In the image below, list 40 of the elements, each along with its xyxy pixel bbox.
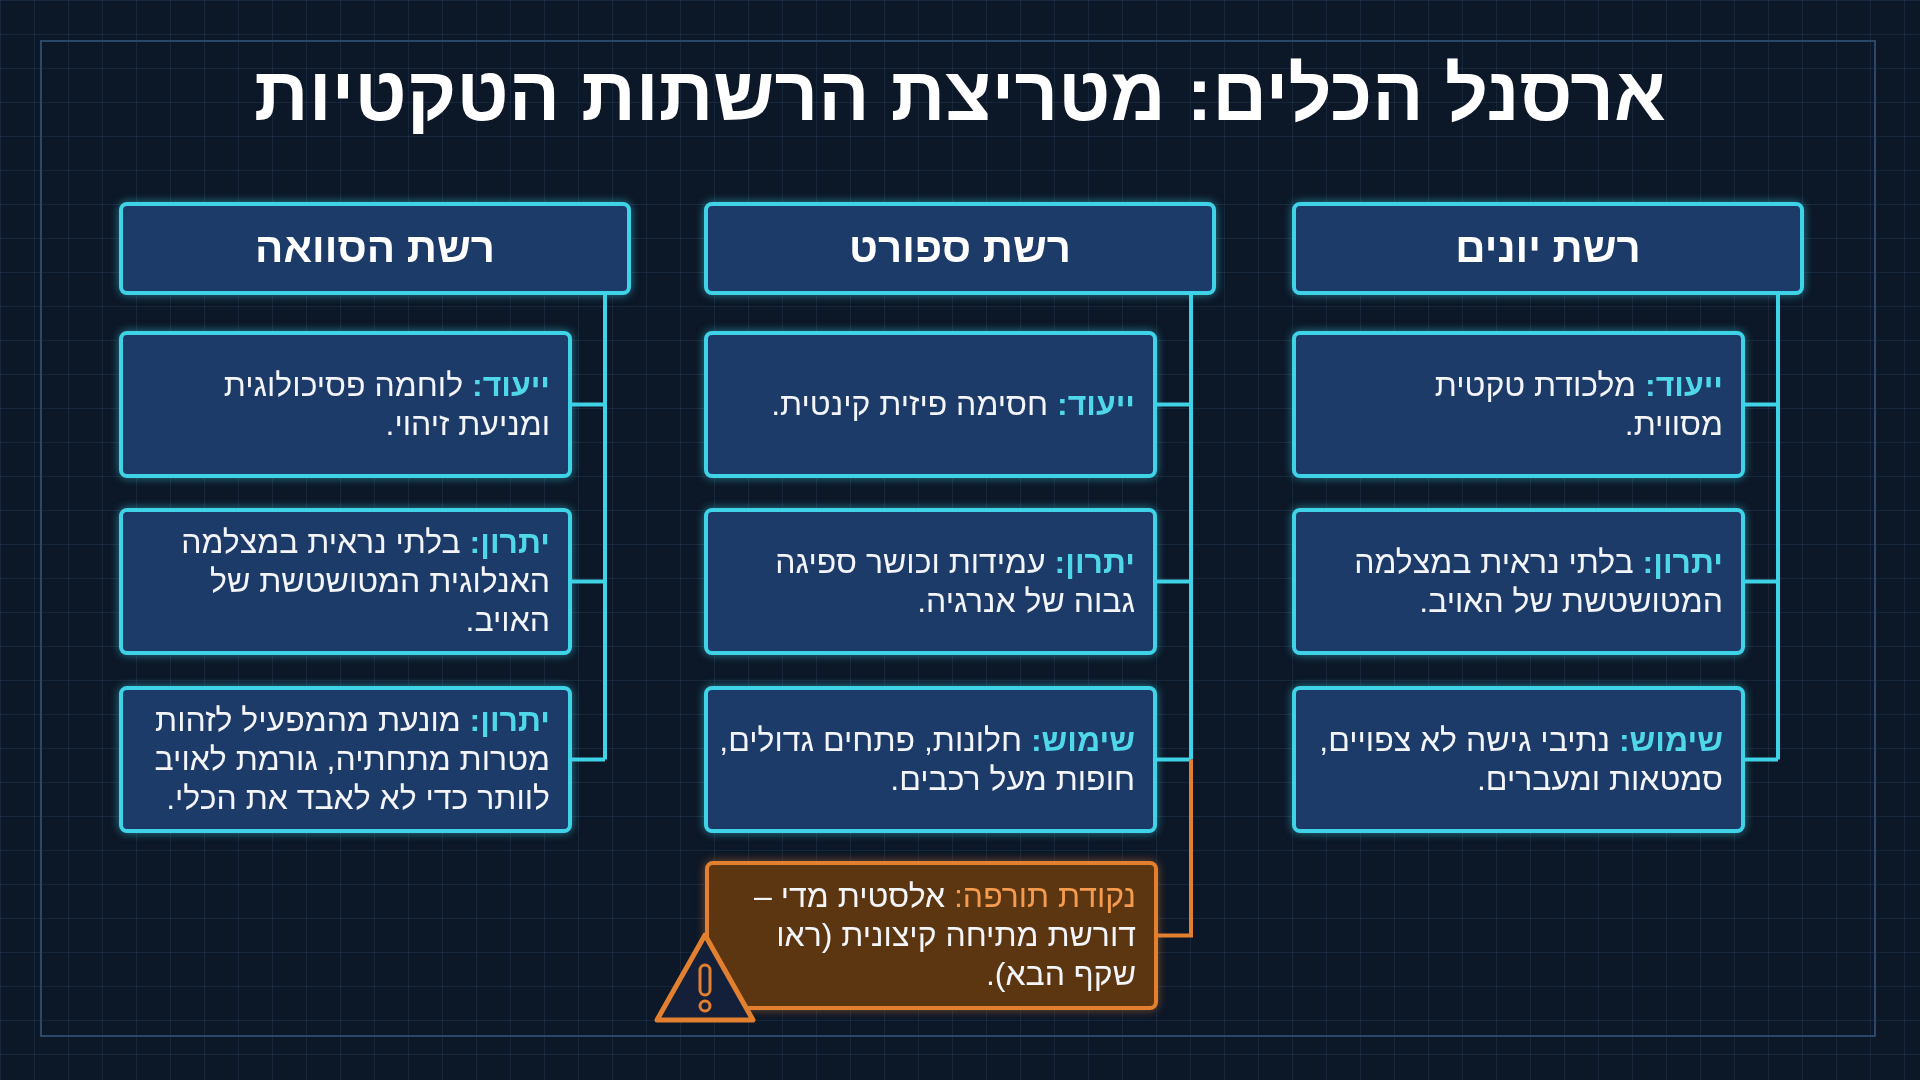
- header-label: רשת הסוואה: [255, 223, 495, 274]
- warning-card: [705, 861, 1158, 1010]
- connector-line: [1745, 757, 1778, 762]
- connector-line: [572, 757, 605, 762]
- category-header: [1292, 202, 1804, 295]
- info-card: [1292, 508, 1745, 655]
- info-card: [1292, 331, 1745, 478]
- info-text: יתרון: מונעת מהמפעיל לזהות מטרות מתחתיה, גורמת לאויב לוותר כדי לא לאבד את הכלי.: [153, 701, 550, 818]
- info-text: שימוש: נתיבי גישה לא צפויים, סמטאות ומעברים.: [1318, 720, 1723, 799]
- connector-line: [572, 579, 605, 584]
- info-text: ייעוד: חסימה פיזית קינטית.: [771, 385, 1135, 424]
- connector-line: [1157, 579, 1191, 584]
- connector-line: [1157, 757, 1191, 762]
- slide-title: ארסנל הכלים: מטריצת הרשתות הטקטיות: [254, 52, 1666, 136]
- info-text: יתרון: בלתי נראית במצלמה האנלוגית המטושטשת של האויב.: [180, 523, 550, 640]
- info-text: שימוש: חלונות, פתחים גדולים, חופות מעל רכבים.: [718, 720, 1135, 799]
- connector-line: [1189, 295, 1193, 760]
- info-card: [119, 331, 572, 478]
- connector-line: [1157, 402, 1191, 407]
- connector-line: [1745, 402, 1778, 407]
- info-card: [119, 508, 572, 655]
- connector-line: [603, 295, 607, 760]
- connector-line: [1158, 759, 1193, 938]
- info-card: [1292, 686, 1745, 833]
- info-text: יתרון: עמידות וכושר ספיגה גבוה של אנרגיה.: [774, 542, 1135, 621]
- warning-text: נקודת תורפה: אלסטית מדי – דורשת מתיחה קיצונית (ראו שקף הבא).: [753, 877, 1136, 994]
- header-label: רשת יונים: [1455, 223, 1641, 274]
- connector-line: [1776, 295, 1780, 760]
- connector-line: [1745, 579, 1778, 584]
- info-text: יתרון: בלתי נראית במצלמה המטושטשת של האויב.: [1353, 542, 1723, 621]
- info-text: ייעוד: לוחמה פסיכולוגית ומניעת זיהוי.: [222, 365, 550, 444]
- connector-line: [572, 402, 605, 407]
- info-card: [704, 331, 1157, 478]
- info-card: [119, 686, 572, 833]
- header-label: רשת ספורט: [849, 223, 1071, 274]
- category-header: [704, 202, 1216, 295]
- category-header: [119, 202, 631, 295]
- info-card: [704, 686, 1157, 833]
- info-text: ייעוד: מלכודת טקטית מסווית.: [1433, 365, 1723, 444]
- info-card: [704, 508, 1157, 655]
